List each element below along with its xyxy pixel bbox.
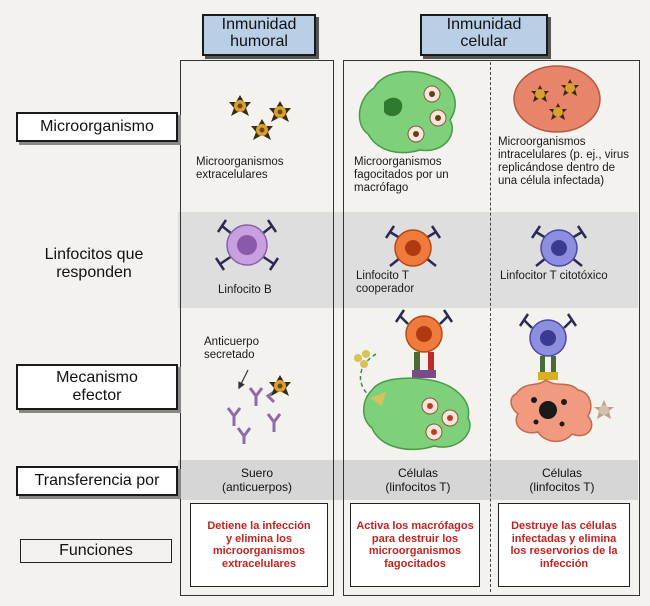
transfer-col3: Células (linfocitos T) <box>529 466 595 494</box>
header-humoral: Inmunidad humoral <box>202 14 316 56</box>
extracellular-microbes-icon <box>229 95 291 140</box>
helper-t-lymphocyte-icon <box>384 225 442 267</box>
caption-microbes-intra: Microorganismos intracelulares (p. ej., … <box>498 136 630 187</box>
caption-microbes-extra: Microorganismos extracelulares <box>196 156 284 181</box>
cellular-divider <box>490 62 491 592</box>
row-label-mecanismo-text: Mecanismo efector <box>56 369 138 404</box>
row-label-funciones-text: Funciones <box>59 542 133 559</box>
function-col2: Activa los macrófagos para destruir los … <box>350 503 480 587</box>
caption-lymph-th: Linfocito T cooperador <box>356 270 415 295</box>
function-col2-text: Activa los macrófagos para destruir los … <box>356 520 474 570</box>
transfer-col2: Células (linfocitos T) <box>385 466 451 494</box>
transfer-band <box>178 460 638 500</box>
row-label-linfocitos-text: Linfocitos que responden <box>44 246 144 281</box>
caption-microbes-phago: Microorganismos fagocitados por un macró… <box>354 156 449 194</box>
function-col3-text: Destruye las células infectadas y elimin… <box>510 520 618 570</box>
row-label-mecanismo: Mecanismo efector <box>16 364 178 410</box>
header-celular-text: Inmunidad celular <box>446 16 522 50</box>
macrophage-icon <box>358 70 456 154</box>
cytotoxic-killing-icon <box>510 313 614 443</box>
function-col3: Destruye las células infectadas y elimin… <box>498 503 630 587</box>
antibody-microbe-icon <box>226 369 291 444</box>
row-label-transferencia-text: Transferencia por <box>34 472 160 489</box>
caption-lymph-tc: Linfocitor T citotóxico <box>500 270 608 282</box>
row-label-microorganismo: Microorganismo <box>16 112 178 142</box>
cytotoxic-t-lymphocyte-icon <box>530 225 588 267</box>
row-label-transferencia: Transferencia por <box>16 466 178 496</box>
caption-lymph-b: Linfocito B <box>218 284 272 296</box>
row-label-funciones: Funciones <box>20 539 172 563</box>
function-col1: Detiene la infección y elimina los micro… <box>190 503 328 587</box>
cellular-column <box>343 60 640 596</box>
infected-cell-icon <box>513 65 601 133</box>
macrophage-activation-icon <box>354 309 471 451</box>
transfer-col1: Suero (anticuerpos) <box>221 466 293 494</box>
header-humoral-text: Inmunidad humoral <box>221 16 297 50</box>
function-col1-text: Detiene la infección y elimina los micro… <box>207 520 311 570</box>
caption-antibody: Anticuerpo secretado <box>204 336 259 361</box>
row-label-microorganismo-text: Microorganismo <box>40 118 154 135</box>
humoral-column <box>180 60 334 596</box>
b-lymphocyte-icon <box>214 219 280 271</box>
header-celular: Inmunidad celular <box>420 14 548 56</box>
row-label-linfocitos: Linfocitos que responden <box>24 246 164 282</box>
